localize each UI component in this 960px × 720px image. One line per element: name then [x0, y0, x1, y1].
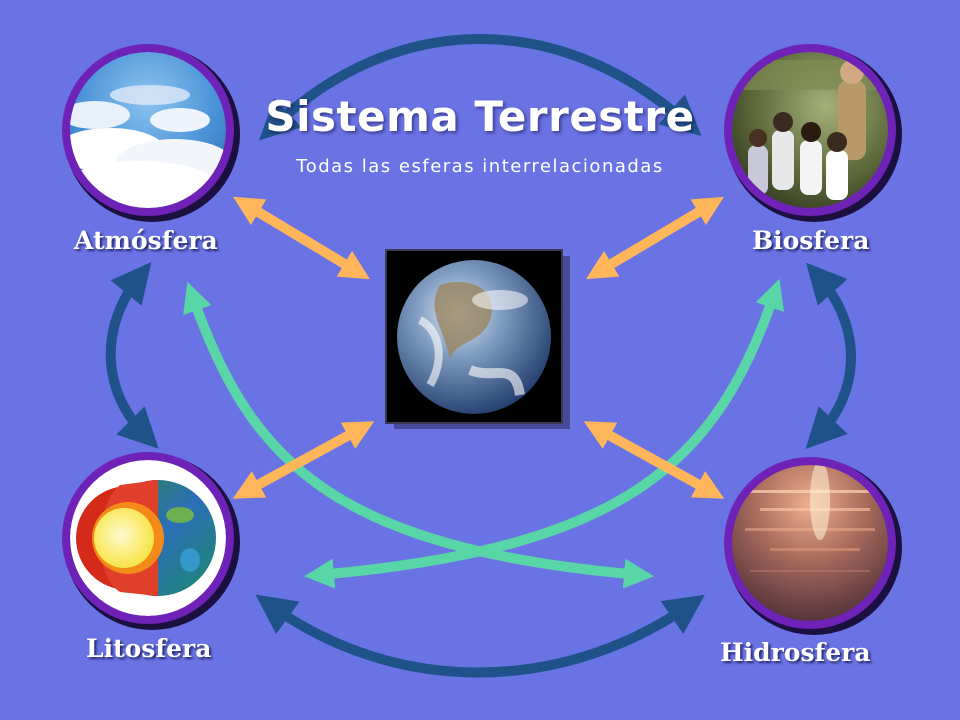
atmosfera-clouds-image — [62, 44, 240, 222]
label-biosfera: Biosfera — [752, 226, 870, 255]
outer-navy-arrows — [105, 34, 856, 678]
hidrosfera-sunset-water-image — [724, 457, 902, 635]
arrow-atmosfera-litosfera — [105, 262, 159, 449]
arrow-center-atmosfera — [233, 196, 370, 280]
label-litosfera: Litosfera — [86, 634, 212, 663]
label-atmosfera: Atmósfera — [74, 226, 218, 255]
biosfera-people-photo — [724, 44, 902, 222]
arrow-atmosfera-biosfera — [259, 34, 702, 141]
diagram-title: Sistema Terrestre — [265, 92, 695, 141]
diagram-subtitle: Todas las esferas interrelacionadas — [296, 156, 664, 177]
arrow-center-hidrosfera — [583, 421, 725, 499]
arrow-center-biosfera — [585, 196, 725, 280]
label-hidrosfera: Hidrosfera — [720, 638, 871, 667]
arrow-center-litosfera — [232, 421, 375, 499]
arrow-biosfera-hidrosfera — [805, 262, 856, 450]
arrow-litosfera-hidrosfera — [255, 594, 705, 678]
orange-center-arrows — [232, 196, 725, 499]
earth-globe-icon — [385, 249, 570, 429]
litosfera-earth-layers-icon — [62, 452, 240, 630]
